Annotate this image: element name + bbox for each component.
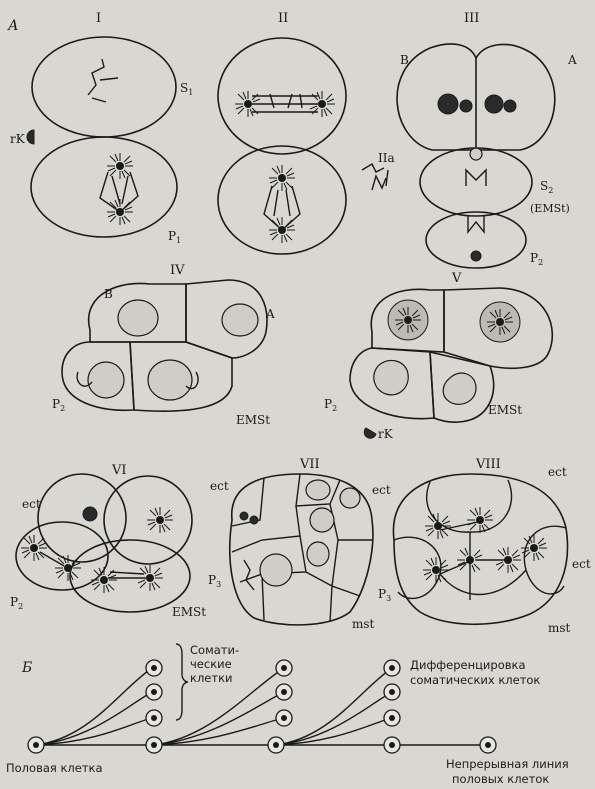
- label-b-iii: B: [400, 53, 409, 67]
- stage-viii-label: VIII: [475, 457, 501, 472]
- label-b-iv: B: [104, 287, 113, 301]
- section-b-label: Б: [21, 660, 32, 676]
- stage-vi-label: VI: [111, 463, 127, 478]
- label-ect-vii-left: ect: [210, 479, 229, 493]
- stage-vi: VI ect P2 EMSt: [10, 463, 206, 619]
- stage-i: I S1 rK P1: [10, 11, 193, 245]
- section-a-label: А: [7, 18, 19, 34]
- polar-body-rk-v: [364, 428, 376, 438]
- polar-body-rk: [27, 130, 34, 144]
- lineage-diagram: Сомати- ческие клетки Дифференцировка со…: [6, 643, 572, 786]
- stage-ii: II: [218, 11, 346, 254]
- label-ect-viii-top: ect: [548, 465, 567, 479]
- stage-iv: IV B A P2 EMSt: [52, 263, 275, 427]
- embryo-viii-outline: [393, 474, 567, 624]
- somatic-cells-label: Сомати- ческие клетки: [190, 643, 243, 685]
- label-p3-viii: P3: [378, 587, 391, 603]
- label-rk-1: rK: [10, 132, 26, 146]
- label-rk-v: rK: [378, 427, 394, 441]
- label-iia: IIa: [378, 151, 395, 165]
- stage-v-label: V: [451, 271, 462, 286]
- stage-i-label: I: [96, 11, 101, 26]
- stage-iii-label: III: [464, 11, 479, 26]
- stage-v: V P2 rK EMSt: [324, 271, 552, 441]
- germ-line-label: Непрерывная линия половых клеток: [446, 757, 572, 786]
- label-p3-vii: P3: [208, 573, 221, 589]
- label-ems1-vi: EMSt: [172, 605, 206, 619]
- germ-cell-label: Половая клетка: [6, 761, 103, 775]
- stage-vii: VII ect ect P3 mst: [208, 457, 391, 631]
- label-ems1-paren: (EMSt): [530, 202, 570, 215]
- stage-iii: III B A IIa S2 (EMSt) P2: [362, 11, 577, 268]
- stage-vii-label: VII: [299, 457, 320, 472]
- label-ect-vii-right: ect: [372, 483, 391, 497]
- stage-ii-label: II: [278, 11, 288, 26]
- label-ems1-iv: EMSt: [236, 413, 270, 427]
- cell-vi-1: [38, 474, 126, 562]
- label-p2-iii: P2: [530, 251, 543, 267]
- label-mst-viii: mst: [548, 621, 571, 635]
- label-a-iv: A: [265, 307, 275, 321]
- stage-iv-label: IV: [170, 263, 185, 278]
- label-a-iii: A: [567, 53, 577, 67]
- label-s1: S1: [180, 81, 193, 97]
- differentiation-label: Дифференцировка соматических клеток: [410, 658, 540, 687]
- cell-s1: [32, 37, 176, 137]
- label-p2-v: P2: [324, 397, 337, 413]
- label-s2: S2: [540, 179, 553, 195]
- label-mst-vii: mst: [352, 617, 375, 631]
- label-p1: P1: [168, 229, 181, 245]
- label-p2-vi: P2: [10, 595, 23, 611]
- label-ems1-v: EMSt: [488, 403, 522, 417]
- label-ect-viii-right: ect: [572, 557, 591, 571]
- label-ect-vi: ect: [22, 497, 41, 511]
- label-p2-iv: P2: [52, 397, 65, 413]
- stage-viii: VIII ect ect P3 mst: [378, 457, 591, 635]
- cell-vi-4: [70, 540, 190, 612]
